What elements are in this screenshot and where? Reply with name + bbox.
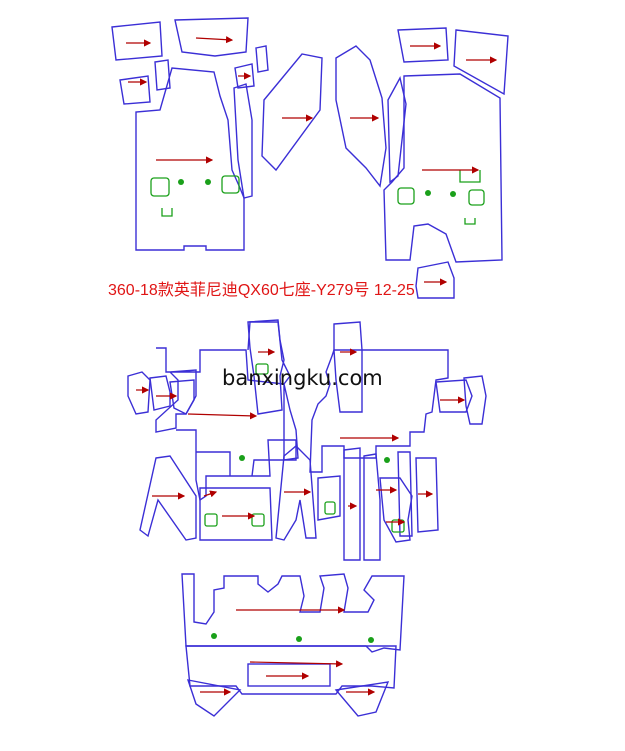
mat-piece <box>383 73 503 263</box>
grain-arrow <box>195 36 234 44</box>
marker-dot <box>178 179 184 185</box>
mat-piece <box>185 645 397 695</box>
marker-square <box>255 363 269 375</box>
marker-square <box>204 513 218 527</box>
front-dots <box>178 179 456 197</box>
mat-piece <box>317 475 341 521</box>
middle-section <box>127 319 487 561</box>
mat-piece <box>335 45 387 188</box>
mat-piece <box>111 21 163 61</box>
mat-piece <box>334 681 390 717</box>
mat-piece <box>186 679 242 717</box>
grain-arrow <box>203 490 218 498</box>
mat-piece <box>199 487 273 541</box>
mat-piece <box>255 45 269 73</box>
marker-square <box>251 513 265 527</box>
mat-piece <box>397 27 449 63</box>
mat-piece <box>415 457 439 533</box>
watermark-text: banxingku.com <box>222 366 383 390</box>
mat-piece <box>127 371 151 415</box>
marker-dot <box>239 455 245 461</box>
mat-piece <box>119 75 151 105</box>
mat-piece <box>435 379 473 413</box>
pattern-caption: 360-18款英菲尼迪QX60七座-Y279号 12-25 <box>108 282 415 299</box>
marker-square <box>324 501 336 515</box>
rear-arrows <box>200 606 376 696</box>
mat-piece <box>261 53 323 172</box>
mat-piece <box>415 261 455 299</box>
mat-piece <box>247 319 285 415</box>
mat-piece <box>139 455 197 541</box>
mat-piece <box>397 451 413 537</box>
middle-dots <box>239 455 390 463</box>
mat-piece <box>234 63 255 89</box>
marker-square <box>397 187 415 205</box>
mat-piece <box>343 447 361 561</box>
marker-dot <box>384 457 390 463</box>
mat-piece <box>233 83 253 199</box>
front-arrows <box>126 36 498 286</box>
marker-dot <box>425 190 431 196</box>
mat-piece <box>463 375 487 425</box>
rear-dots <box>211 633 374 643</box>
marker-clip <box>464 218 476 225</box>
middle-markers <box>204 363 405 533</box>
mat-piece <box>149 375 171 411</box>
mat-piece <box>363 453 381 561</box>
marker-dot <box>296 636 302 642</box>
rear-section <box>181 573 405 717</box>
grain-arrow <box>187 412 258 420</box>
mat-piece <box>379 477 413 543</box>
middle-arrows <box>136 348 466 526</box>
mat-piece <box>247 663 331 687</box>
mat-piece <box>275 445 317 541</box>
front-markers <box>150 170 485 225</box>
marker-dot <box>211 633 217 639</box>
front-section <box>111 17 509 299</box>
mat-piece <box>453 29 509 96</box>
mat-piece <box>387 76 407 184</box>
marker-dot <box>450 191 456 197</box>
mat-piece <box>181 573 405 653</box>
mat-piece <box>333 321 363 413</box>
marker-dot <box>205 179 211 185</box>
marker-clip <box>459 170 481 183</box>
marker-square <box>221 175 240 194</box>
marker-dot <box>368 637 374 643</box>
marker-clip <box>161 208 173 217</box>
mat-piece <box>135 67 245 251</box>
marker-square <box>150 177 170 197</box>
grain-arrow <box>249 660 344 668</box>
mat-piece <box>154 59 171 91</box>
mat-piece <box>169 379 195 415</box>
marker-square <box>468 189 485 206</box>
mat-piece <box>176 429 297 502</box>
mat-piece <box>174 17 249 57</box>
